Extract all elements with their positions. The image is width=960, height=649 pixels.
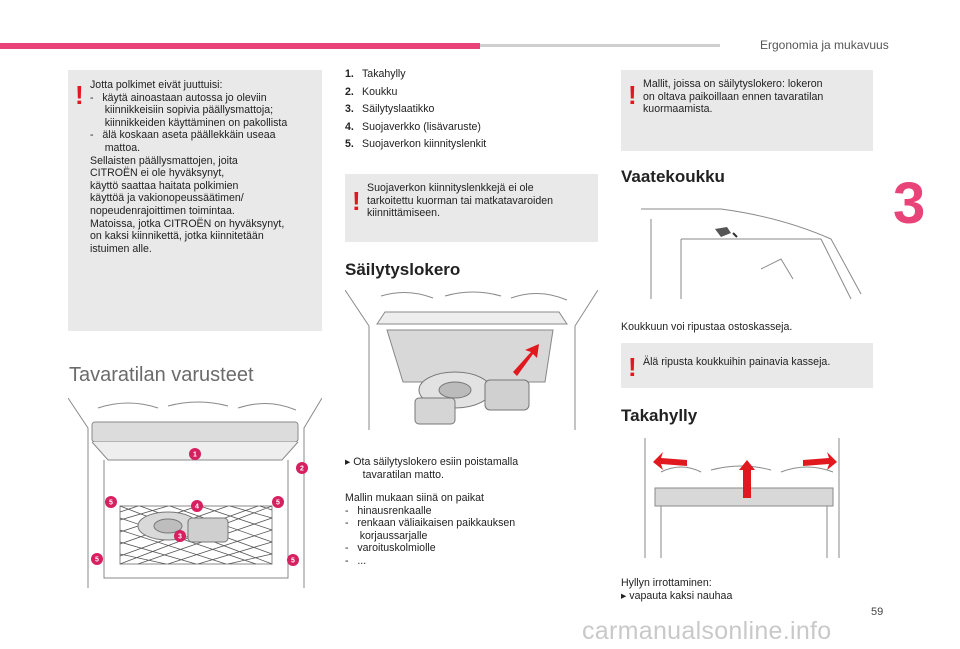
list-item: 1.Takahylly [345, 68, 406, 80]
warning-exclamation-icon: ! [75, 80, 84, 110]
storage-step: ▸ Ota säilytyslokero esiin poistamalla t… [345, 456, 519, 481]
chapter-number: 3 [893, 171, 926, 236]
callout-5d [287, 554, 299, 566]
warning-exclamation-icon: ! [352, 186, 361, 216]
parcel-shelf-illustration [644, 438, 840, 558]
callout-2 [296, 462, 308, 474]
watermark: carmanualsonline.info [582, 617, 832, 645]
section-title: Ergonomia ja mukavuus [760, 38, 889, 52]
hook-warning-box: ! Älä ripusta koukkuihin painavia kassej… [621, 343, 873, 388]
callout-1-label: 1 [193, 452, 197, 459]
trunk-equipment-list: 1.Takahylly 2.Koukku 3.Säilytyslaatikko … [345, 66, 486, 154]
trunk-equipment-heading: Tavaratilan varusteet [69, 364, 254, 386]
hook-caption: Koukkuun voi ripustaa ostoskasseja. [621, 321, 793, 333]
storage-heading: Säilytyslokero [345, 260, 461, 279]
hook-heading: Vaatekoukku [621, 167, 725, 186]
callout-3-label: 3 [178, 534, 182, 541]
warning-exclamation-icon: ! [628, 352, 637, 382]
callout-3 [174, 530, 186, 542]
callout-5b-label: 5 [276, 500, 280, 507]
storage-contents: Mallin mukaan siinä on paikat - hinausre… [345, 492, 516, 567]
shelf-heading: Takahylly [621, 406, 698, 425]
trunk-equipment-illustration: 1 2 3 4 5 5 5 5 [68, 398, 322, 588]
coat-hook-illustration [641, 208, 862, 300]
step-line: ▸ vapauta kaksi nauhaa [621, 589, 733, 602]
list-item: 2.Koukku [345, 85, 398, 98]
storage-compartment-illustration [345, 290, 598, 430]
net-loop-warning-box: ! Suojaverkon kiinnityslenkkejä ei ole t… [345, 174, 598, 242]
list-item: 5.Suojaverkon kiinnityslenkit [345, 138, 487, 151]
shelf-removal: Hyllyn irrottaminen: ▸ vapauta kaksi nau… [621, 577, 733, 602]
page-number: 59 [871, 606, 884, 618]
callout-2-label: 2 [300, 466, 304, 473]
pedal-warning-text: Jotta polkimet eivät juuttuisi: - käytä … [90, 79, 288, 255]
callout-5c-label: 5 [95, 557, 99, 564]
warning-exclamation-icon: ! [628, 80, 637, 110]
callout-5d-label: 5 [291, 558, 295, 565]
callout-4 [191, 500, 203, 512]
callout-4-label: 4 [195, 504, 199, 511]
header-accent-bar [0, 43, 480, 49]
step-arrow-icon: ▸ [621, 589, 627, 602]
step-arrow-icon: ▸ [345, 456, 351, 468]
header-rule [480, 44, 720, 47]
callout-5a-label: 5 [109, 500, 113, 507]
callout-5a [105, 496, 117, 508]
pedal-warning-box: ! Jotta polkimet eivät juuttuisi: - käyt… [68, 70, 322, 331]
list-item: 3.Säilytyslaatikko [345, 103, 435, 116]
step-line: ▸ Ota säilytyslokero esiin poistamalla [345, 456, 519, 468]
storage-load-warning-box: ! Mallit, joissa on säilytyslokero: loke… [621, 70, 873, 151]
callout-5b [272, 496, 284, 508]
list-item: 4.Suojaverkko (lisävaruste) [345, 120, 481, 133]
callout-1 [189, 448, 201, 460]
callout-5c [91, 553, 103, 565]
